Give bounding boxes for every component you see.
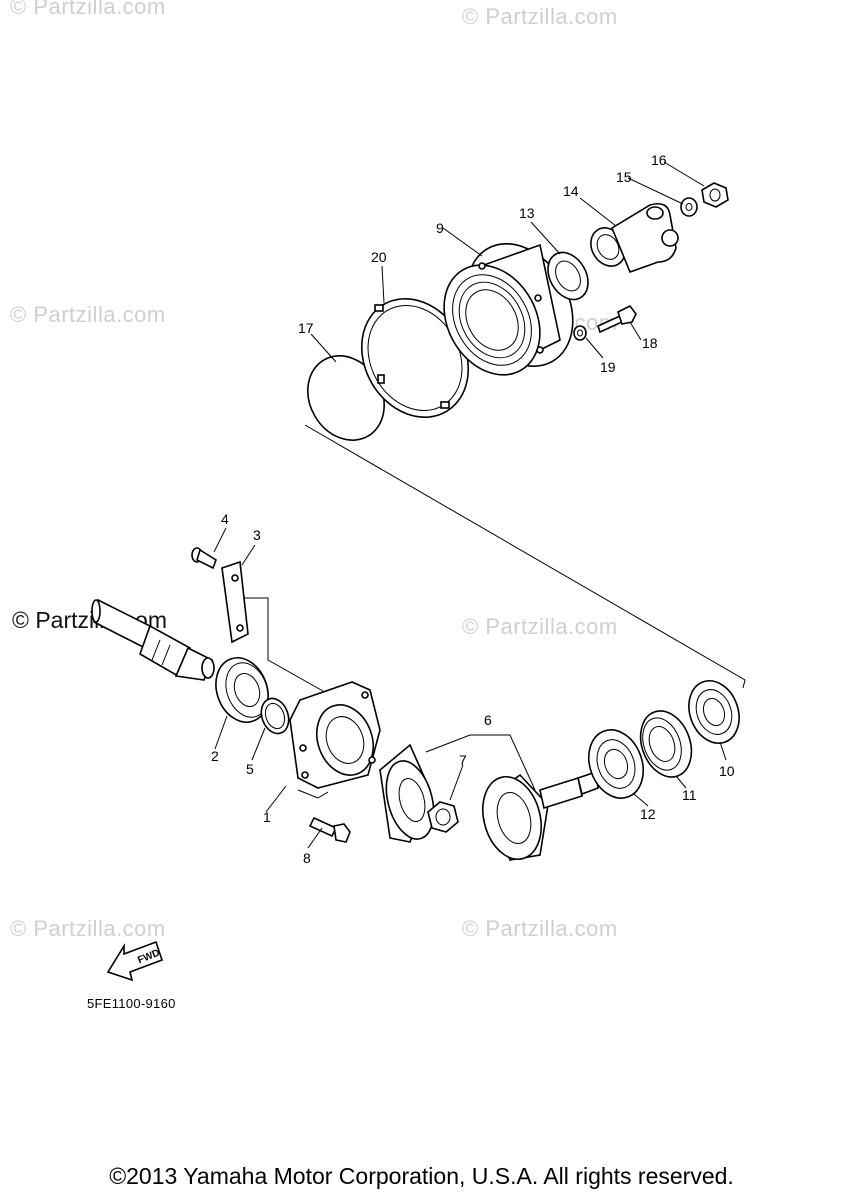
callout-3: 3 <box>253 527 261 543</box>
callout-12: 12 <box>640 806 656 822</box>
diagram-code: 5FE1100-9160 <box>87 996 176 1011</box>
assembly-guide-line <box>241 597 331 696</box>
callout-16: 16 <box>651 152 667 168</box>
part-16-nut[interactable] <box>701 182 729 208</box>
watermark: © Partzilla.com <box>10 0 166 19</box>
callout-8: 8 <box>303 850 311 866</box>
callout-2: 2 <box>211 748 219 764</box>
watermark: © Partzilla.com <box>10 916 166 941</box>
callout-19: 19 <box>600 359 616 375</box>
watermark: © Partzilla.com <box>462 614 618 639</box>
part-13-oil-seal[interactable] <box>540 245 596 306</box>
part-12-bearing[interactable] <box>580 722 653 806</box>
fwd-arrow: FWD <box>106 940 164 982</box>
watermark: © Partzilla.com <box>462 4 618 29</box>
part-5-o-ring[interactable] <box>257 695 294 738</box>
part-6-gear-set[interactable] <box>378 743 599 866</box>
callout-6: 6 <box>484 712 492 728</box>
part-9-gear-case[interactable] <box>425 225 594 393</box>
callout-15: 15 <box>616 169 632 185</box>
part-4-screw[interactable] <box>191 547 217 570</box>
part-7-nut[interactable] <box>427 801 459 833</box>
callout-14: 14 <box>563 183 579 199</box>
callout-10: 10 <box>719 763 735 779</box>
part-1-bearing-housing[interactable] <box>289 681 383 799</box>
watermark: © Partzilla.com <box>462 916 618 941</box>
assembly-guide-line <box>304 424 746 689</box>
part-3-plate[interactable] <box>221 560 249 644</box>
part-2-bearing[interactable] <box>207 650 277 729</box>
copyright-notice: ©2013 Yamaha Motor Corporation, U.S.A. A… <box>109 1163 734 1189</box>
part-19-washer[interactable] <box>573 325 587 341</box>
callout-5: 5 <box>246 761 254 777</box>
input-shaft[interactable] <box>91 598 215 681</box>
callout-17: 17 <box>298 320 314 336</box>
callout-9: 9 <box>436 220 444 236</box>
part-8-bolt[interactable] <box>308 816 351 843</box>
part-14-yoke[interactable] <box>584 202 679 274</box>
part-15-washer[interactable] <box>680 197 698 217</box>
callout-1: 1 <box>263 809 271 825</box>
watermark: © Partzilla.com <box>10 302 166 327</box>
part-10-bearing[interactable] <box>681 674 748 751</box>
callouts: 1 2 3 4 5 6 7 8 9 10 11 12 13 14 15 16 1… <box>211 152 735 866</box>
callout-11: 11 <box>682 787 697 803</box>
callout-13: 13 <box>519 205 535 221</box>
callout-7: 7 <box>459 752 467 768</box>
callout-18: 18 <box>642 335 658 351</box>
callout-20: 20 <box>371 249 387 265</box>
callout-4: 4 <box>221 511 229 527</box>
leader-lines <box>213 161 727 849</box>
part-18-bolt[interactable] <box>597 304 637 334</box>
part-11-retainer[interactable] <box>632 704 700 784</box>
